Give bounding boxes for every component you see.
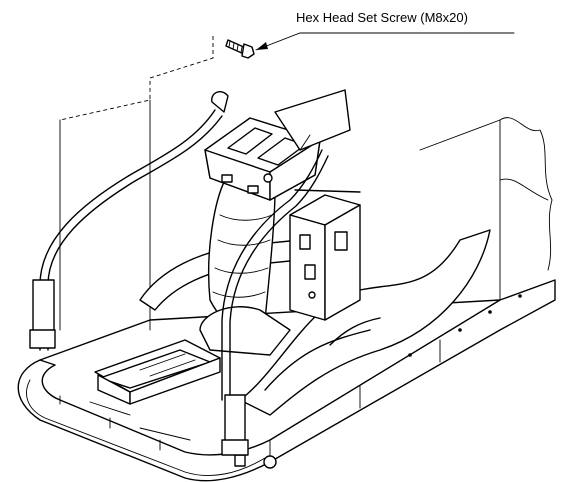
callout-label: Hex Head Set Screw (M8x20)	[296, 10, 468, 25]
control-head	[204, 89, 351, 201]
pedal-assembly	[94, 339, 221, 405]
screw-callout	[225, 32, 515, 59]
base-platform	[17, 279, 556, 482]
cabinet	[289, 194, 361, 321]
callout-leader-line	[255, 32, 515, 51]
handle-bars	[29, 91, 361, 456]
hex-head-screw-icon	[225, 39, 255, 59]
